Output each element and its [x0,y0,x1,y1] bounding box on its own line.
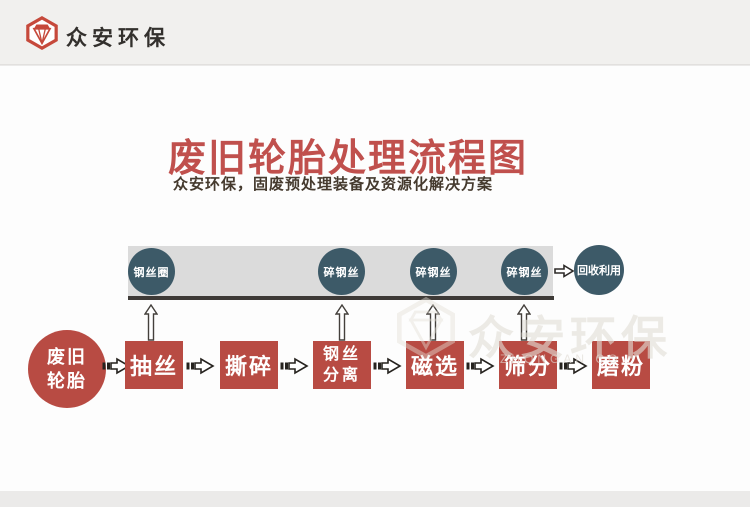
right-arrow-icon [554,264,575,278]
step-box-grinding: 磨粉 [592,341,650,389]
up-arrow-icon [517,304,531,341]
output-node-shredded-wire-3: 碎钢丝 [501,248,548,295]
up-arrow-icon [335,304,349,341]
output-node-shredded-wire-1: 碎钢丝 [318,248,365,295]
flow-arrow-icon [373,357,402,375]
page-subtitle: 众安环保，固废预处理装备及资源化解决方案 [173,177,494,193]
start-node-waste-tire: 废旧 轮胎 [28,330,106,408]
recycle-node: 回收利用 [574,245,624,295]
step-box-screening: 筛分 [499,341,557,389]
flow-arrow-icon [280,357,309,375]
conveyor-baseline [128,296,554,300]
flow-arrow-icon [559,357,588,375]
up-arrow-icon [426,304,440,341]
site-header: 众安环保 [0,0,750,65]
page-title: 废旧轮胎处理流程图 [168,138,529,180]
step-box-wire-drawing: 抽丝 [125,341,183,389]
step-line1: 钢丝 [322,346,361,363]
flow-arrow-icon [186,357,215,375]
output-node-shredded-wire-2: 碎钢丝 [410,248,457,295]
start-node-line1: 废旧 [47,347,87,367]
up-arrow-icon [144,304,158,341]
flow-arrow-icon [466,357,495,375]
brand-name[interactable]: 众安环保 [66,27,170,50]
start-node-line2: 轮胎 [47,371,87,391]
step-box-wire-separation: 钢丝 分离 [313,341,371,389]
brand-hexagon-logo-icon[interactable] [25,16,59,50]
flow-arrow-icon [102,357,131,375]
step-line2: 分离 [322,367,361,384]
step-box-magnetic-separation: 磁选 [406,341,464,389]
step-box-shredding: 撕碎 [220,341,278,389]
output-node-steel-ring: 钢丝圈 [128,248,175,295]
